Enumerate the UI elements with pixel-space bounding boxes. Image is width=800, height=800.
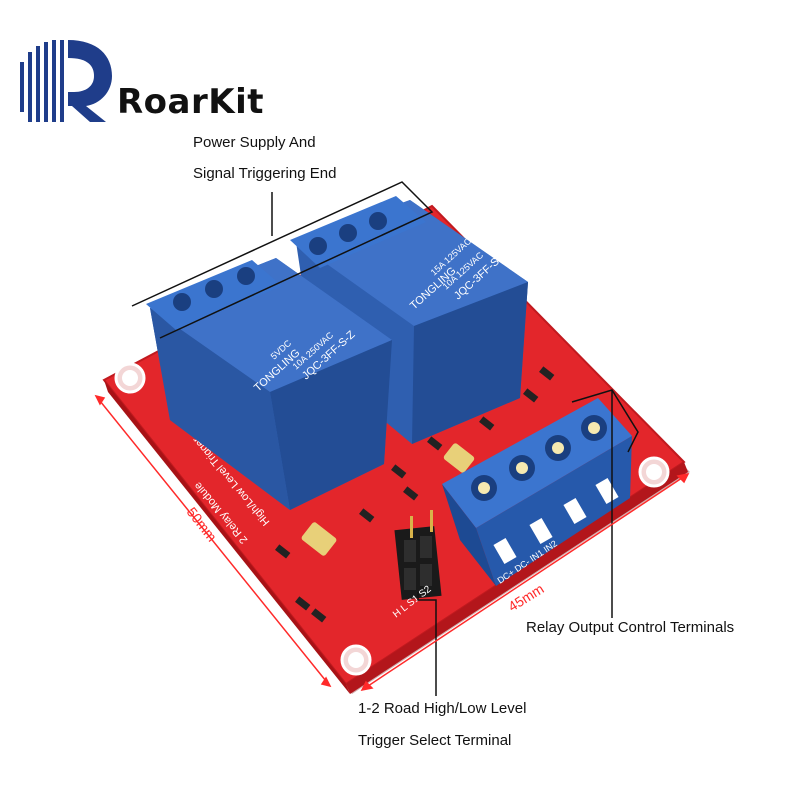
relay-1 <box>146 258 392 510</box>
caption-trigger-line1: 1-2 Road High/Low Level <box>358 700 527 717</box>
caption-power-line1: Power Supply And <box>193 134 316 151</box>
caption-trigger-line2: Trigger Select Terminal <box>358 732 512 749</box>
roarkit-logo-icon <box>20 40 112 122</box>
callout-lines <box>131 181 639 696</box>
smd-components <box>275 366 555 623</box>
caption-relay-output: Relay Output Control Terminals <box>526 619 735 636</box>
jumper-header[interactable] <box>394 510 442 600</box>
dimension-45mm <box>360 472 690 692</box>
dimension-50mm <box>94 394 332 688</box>
tact-component <box>301 522 337 556</box>
tact-component <box>443 443 475 473</box>
relay-2 <box>290 196 528 444</box>
brand-name: RoarKit <box>117 82 265 122</box>
mounting-holes <box>114 362 670 676</box>
output-terminal-block[interactable] <box>442 398 632 586</box>
caption-power-line2: Signal Triggering End <box>193 165 337 182</box>
